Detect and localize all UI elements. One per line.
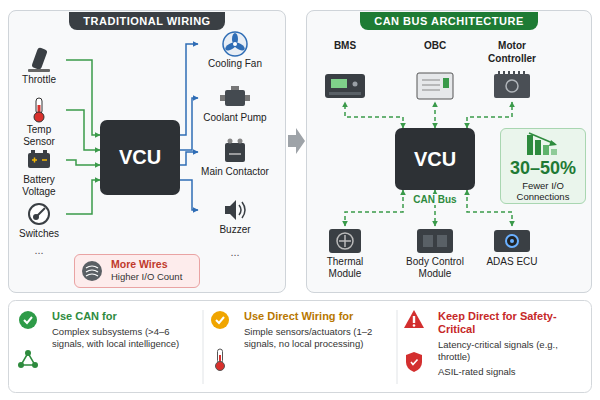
actuator-label: Cooling Fan [198, 58, 272, 70]
guideline-column: Keep Direct for Safety-CriticalLatency-c… [400, 306, 588, 390]
can-bus-link [345, 102, 403, 128]
shield-icon [406, 352, 422, 372]
ecu-module: OBC [405, 40, 465, 102]
guideline-heading: Use Direct Wiring for [244, 310, 390, 323]
check-icon [19, 311, 37, 329]
thermometer-icon [216, 349, 225, 371]
savings-fill [500, 128, 586, 204]
ecu-module: Body Control Module [398, 226, 472, 280]
divider [397, 310, 398, 384]
ecu-module: BMS [318, 40, 372, 102]
stat-caption: Fewer I/O Connections [501, 179, 585, 203]
guideline-text: ASIL-rated signals [438, 366, 584, 378]
bottom-panel [9, 301, 592, 393]
can-bus-link [434, 102, 436, 128]
ecu-module: Thermal Module [313, 226, 377, 280]
guideline-heading: Keep Direct for Safety-Critical [438, 310, 584, 336]
contactor-icon [225, 139, 245, 163]
ecu-module: Motor Controller [480, 40, 544, 102]
network-icon [18, 350, 38, 368]
adas-ecu-icon [494, 230, 530, 252]
stat-callout: 30–50%Fewer I/O Connections [500, 128, 586, 204]
pump-icon [220, 86, 250, 106]
guideline-text: Complex subsystems (>4–6 signals, with l… [52, 326, 196, 350]
can-bus-link [345, 190, 403, 226]
can-bus-link [467, 102, 512, 128]
throttle-icon [28, 47, 50, 72]
wires-icon [82, 261, 102, 281]
panel-fill [306, 10, 592, 293]
sensor-label: Switches [12, 228, 66, 240]
check-icon [211, 311, 229, 329]
actuator-output: Buzzer [198, 196, 272, 236]
module-label: Body Control Module [398, 256, 472, 280]
motor-controller-icon [494, 71, 530, 98]
output-wire [180, 98, 198, 150]
module-label: Motor Controller [480, 40, 544, 65]
reduction-chart-icon [527, 133, 557, 155]
actuator-label: Coolant Pump [198, 112, 272, 124]
warning-icon [404, 310, 424, 328]
thermometer-icon [34, 98, 44, 122]
section-panel: TRADITIONAL WIRING ThrottleTemp SensorBat… [8, 10, 286, 293]
buzzer-icon [225, 200, 245, 220]
sensor-label: Throttle [12, 74, 66, 86]
stat-value: 30–50% [501, 159, 585, 179]
guideline-column: Use CAN forComplex subsystems (>4–6 sign… [14, 306, 200, 390]
guideline-text: Latency-critical signals (e.g., throttle… [438, 339, 584, 363]
body-control-icon [417, 229, 453, 253]
module-label: Thermal Module [313, 256, 377, 280]
charger-icon [417, 73, 453, 99]
controller-box: VCU [100, 120, 180, 195]
sensor-label: Temp Sensor [12, 124, 66, 148]
ellipsis: ... [14, 244, 64, 256]
module-label: BMS [318, 40, 372, 53]
actuator-output: Cooling Fan [198, 30, 272, 70]
controller-label: VCU [414, 148, 456, 171]
callout-body: Higher I/O Count [111, 271, 196, 283]
section-heading: CAN BUS ARCHITECTURE [360, 12, 538, 30]
output-wire [180, 152, 198, 165]
transition-arrow [288, 128, 305, 154]
controller-label: VCU [119, 146, 161, 169]
bms-module-icon [325, 74, 365, 98]
actuator-label: Buzzer [198, 224, 272, 236]
ecu-module: ADAS ECU [478, 226, 546, 268]
sensor-input: Switches [12, 200, 66, 240]
module-label: OBC [405, 40, 465, 53]
output-wire [180, 44, 198, 135]
section-heading: TRADITIONAL WIRING [69, 12, 224, 30]
sensor-label: Battery Voltage [12, 174, 66, 198]
warning-fill [74, 254, 200, 288]
divider [203, 310, 204, 384]
fan-icon [223, 32, 247, 56]
module-label: ADAS ECU [478, 256, 546, 268]
sensor-input: Battery Voltage [12, 146, 66, 198]
switch-icon [29, 204, 49, 224]
output-wire [180, 180, 198, 210]
panel-fill [8, 10, 286, 293]
callout-box: More WiresHigher I/O Count [74, 254, 200, 288]
controller-box: VCU [395, 128, 475, 190]
actuator-output: Main Contactor [198, 138, 272, 178]
ellipsis: ... [198, 246, 272, 258]
can-bus-link [467, 190, 512, 226]
input-wire [66, 160, 100, 165]
guideline-column: Use Direct Wiring forSimple sensors/actu… [206, 306, 394, 390]
sensor-input: Throttle [12, 46, 66, 86]
input-wire [66, 180, 100, 214]
guideline-text: Simple sensors/actuators (1–2 signals, n… [244, 326, 390, 350]
actuator-label: Main Contactor [198, 166, 272, 178]
thermal-module-icon [329, 229, 361, 253]
battery-icon [28, 150, 50, 168]
callout-heading: More Wires [111, 258, 196, 271]
guideline-heading: Use CAN for [52, 310, 196, 323]
section-panel: CAN BUS ARCHITECTURE BMS OBC Motor Controll… [306, 10, 592, 293]
input-wire [66, 60, 100, 135]
actuator-output: Coolant Pump [198, 84, 272, 124]
input-wire [66, 110, 100, 150]
sensor-input: Temp Sensor [12, 96, 66, 148]
bus-label: CAN Bus [410, 194, 460, 205]
